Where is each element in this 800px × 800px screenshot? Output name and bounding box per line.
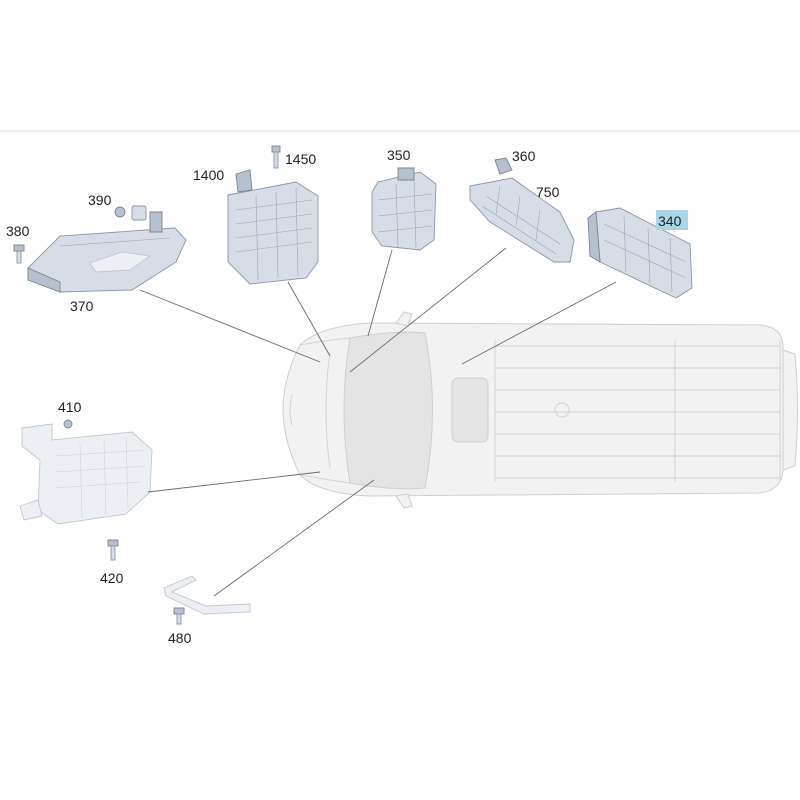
- label-420: 420: [100, 570, 124, 586]
- label-390: 390: [88, 192, 112, 208]
- leader-480: [213, 479, 375, 597]
- leader-lines: [139, 247, 617, 597]
- label-350: 350: [387, 147, 411, 163]
- label-360: 360: [512, 148, 536, 164]
- leader-340: [461, 281, 617, 365]
- part-420-bolt: [107, 539, 119, 561]
- part-410-nut: [63, 419, 73, 429]
- highlight-340: [656, 210, 688, 230]
- part-340-module: [587, 207, 693, 299]
- part-750-module: [469, 177, 575, 263]
- part-390-nut: [114, 205, 147, 221]
- label-1450: 1450: [285, 151, 316, 167]
- label-410: 410: [58, 399, 82, 415]
- label-340: 340: [658, 213, 682, 229]
- van-top-view: [282, 311, 798, 509]
- label-480: 480: [168, 630, 192, 646]
- part-1450-screw: [271, 145, 281, 169]
- part-370-tray: [27, 211, 187, 293]
- label-380: 380: [6, 223, 30, 239]
- roof-ribs: [494, 340, 781, 482]
- leader-1400: [287, 281, 331, 357]
- part-480-bracket: [163, 575, 251, 615]
- part-350-relaybox: [371, 167, 437, 251]
- part-380-screw: [13, 244, 25, 264]
- label-750: 750: [536, 184, 560, 200]
- part-1400-fusebox: [227, 169, 319, 285]
- leader-750: [349, 247, 507, 373]
- label-1400: 1400: [193, 167, 224, 183]
- leader-350: [367, 249, 393, 337]
- part-lower-fusebox: [19, 423, 153, 525]
- leader-370: [139, 289, 321, 363]
- label-370: 370: [70, 298, 94, 314]
- part-480-bolt: [173, 607, 185, 625]
- part-360-plug: [494, 157, 513, 175]
- leader-lower-box: [147, 471, 321, 493]
